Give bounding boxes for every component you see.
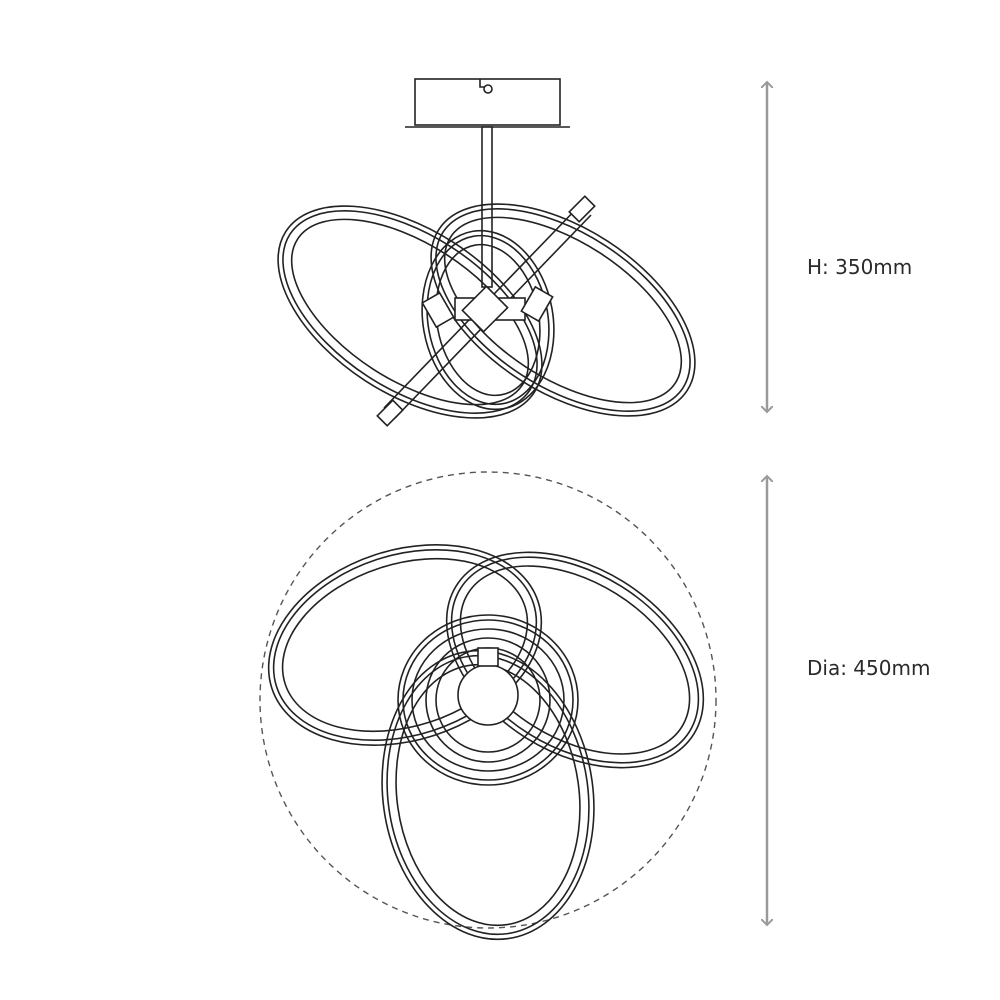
center-sphere <box>457 664 519 726</box>
height-label: H: 350mm <box>807 255 913 279</box>
diameter-label: Dia: 450mm <box>807 656 931 680</box>
canopy-screw-icon <box>483 84 493 94</box>
stem <box>481 126 493 288</box>
diameter-circle <box>259 471 717 929</box>
mount-ring <box>425 637 551 763</box>
right-ring <box>430 203 696 417</box>
top-view <box>267 544 705 941</box>
top-left-ring <box>267 544 543 746</box>
center-ring <box>397 614 579 786</box>
hub <box>421 285 554 333</box>
ceiling-canopy <box>414 78 561 126</box>
side-view <box>277 78 696 427</box>
